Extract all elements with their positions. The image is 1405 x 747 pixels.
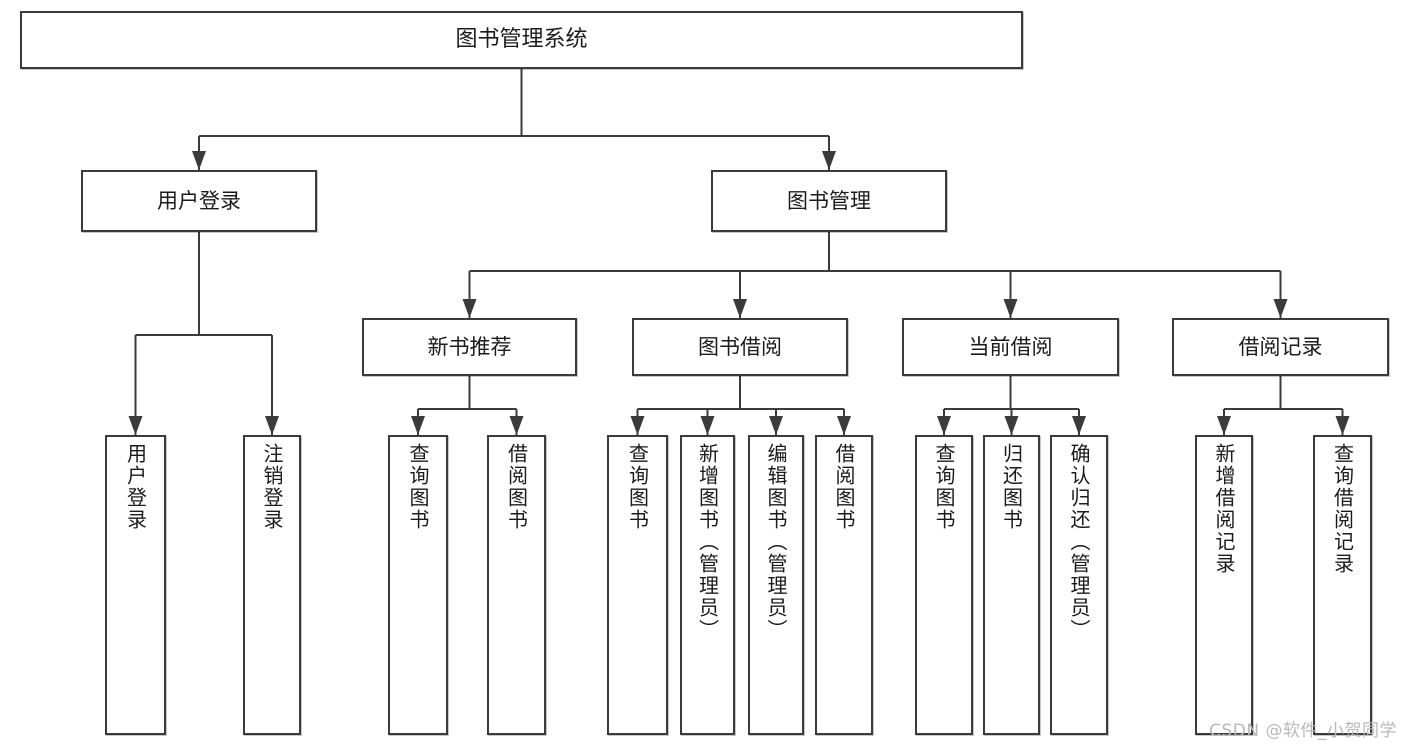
leaf-return-book[interactable]: 归还图书 [983,435,1040,735]
leaf-confirm-return-admin[interactable]: 确认归还（管理员） [1050,435,1108,735]
node-new-book-recommend[interactable]: 新书推荐 [362,318,577,376]
leaf-borrow-book-2[interactable]: 借阅图书 [815,435,873,735]
node-label: 查询图书 [406,443,430,531]
node-root[interactable]: 图书管理系统 [20,11,1023,69]
leaf-user-login[interactable]: 用户登录 [105,435,166,735]
leaf-logout[interactable]: 注销登录 [243,435,301,735]
node-label: 查询图书 [625,443,650,531]
node-label: 用户登录 [123,443,148,531]
node-borrow-record[interactable]: 借阅记录 [1172,318,1389,376]
node-label: 归还图书 [999,443,1024,531]
node-label: 确认归还（管理员） [1067,443,1091,641]
leaf-query-book-1[interactable]: 查询图书 [388,435,448,735]
node-label: 图书借阅 [698,334,782,359]
node-label: 新增借阅记录 [1212,443,1236,575]
node-user-login[interactable]: 用户登录 [81,170,317,232]
node-label: 借阅记录 [1238,334,1323,359]
watermark: CSDN @软件_小贺同学 [1209,721,1397,741]
leaf-query-book-3[interactable]: 查询图书 [915,435,973,735]
leaf-borrow-book-1[interactable]: 借阅图书 [487,435,546,735]
node-label: 用户登录 [157,188,241,213]
node-label: 编辑图书（管理员） [764,443,788,641]
node-label: 当前借阅 [968,334,1053,359]
leaf-edit-book-admin[interactable]: 编辑图书（管理员） [748,435,804,735]
node-label: 查询图书 [932,443,956,531]
leaf-query-book-2[interactable]: 查询图书 [607,435,668,735]
node-label: 图书管理系统 [455,27,588,53]
node-label: 注销登录 [260,443,284,531]
node-label: 新书推荐 [427,334,512,359]
leaf-query-borrow-record[interactable]: 查询借阅记录 [1313,435,1372,735]
node-label: 图书管理 [787,188,871,213]
node-current-borrow[interactable]: 当前借阅 [902,318,1119,376]
leaf-add-book-admin[interactable]: 新增图书（管理员） [680,435,735,735]
node-book-borrow[interactable]: 图书借阅 [632,318,848,376]
node-label: 借阅图书 [832,443,856,531]
node-label: 借阅图书 [504,443,529,531]
node-book-manage[interactable]: 图书管理 [711,170,947,232]
node-label: 新增图书（管理员） [695,443,720,641]
leaf-add-borrow-record[interactable]: 新增借阅记录 [1195,435,1253,735]
node-label: 查询借阅记录 [1330,443,1355,575]
